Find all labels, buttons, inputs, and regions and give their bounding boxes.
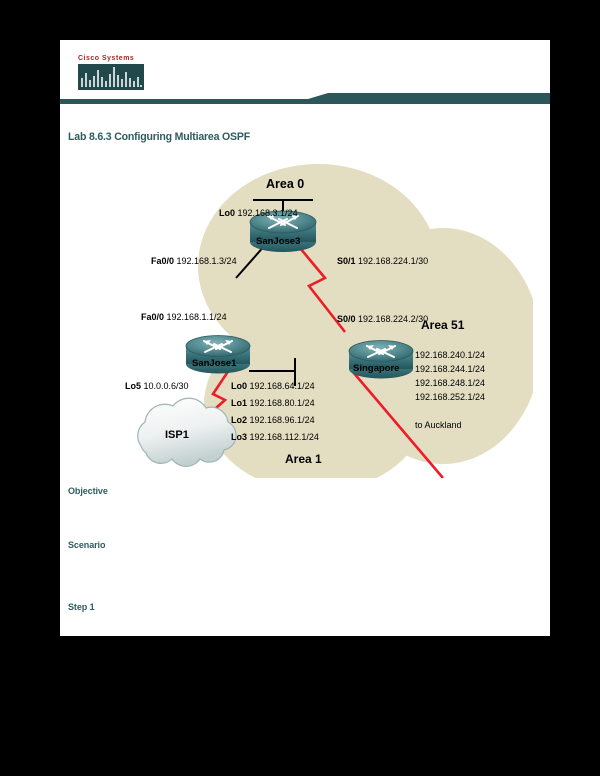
serial-link-sanjose3-singapore (294, 241, 347, 333)
label-sanjose1-lo5: Lo5 10.0.0.6/30 (125, 381, 189, 391)
router-sanjose3-label: SanJose3 (256, 236, 300, 247)
cloud-isp1: ISP1 (137, 397, 237, 467)
router-sanjose3: SanJose3 (249, 210, 317, 252)
annotation-to-auckland: to Auckland (415, 420, 462, 430)
cloud-isp1-label: ISP1 (165, 429, 189, 441)
network-row: 192.168.252.1/24 (415, 392, 485, 402)
section-heading-step1: Step 1 (68, 602, 95, 613)
label-singapore-s00: S0/0 192.168.224.2/30 (337, 314, 428, 324)
section-heading-objective: Objective (68, 486, 108, 497)
cisco-bridge-logo-icon (78, 64, 144, 90)
lab-title: Lab 8.6.3 Configuring Multiarea OSPF (68, 131, 251, 143)
area-shapes (198, 164, 533, 478)
loopback-row: Lo2 192.168.96.1/24 (231, 415, 315, 425)
network-topology-diagram: Area 0 Area 51 Area 1 (113, 156, 533, 478)
loopback-row: Lo0 192.168.64.1/24 (231, 381, 315, 391)
academy-program-title: CISCO NETWORKING ACADEMY PROGRAM (278, 80, 544, 92)
network-row: 192.168.240.1/24 (415, 350, 485, 360)
router-singapore: Singapore (348, 340, 414, 379)
router-singapore-label: Singapore (353, 363, 399, 374)
area-0-label: Area 0 (266, 177, 304, 191)
document-header: Cisco Systems (60, 40, 550, 112)
sanjose1-loopback-list: Lo0 192.168.64.1/24 Lo1 192.168.80.1/24 … (231, 381, 319, 442)
label-sanjose3-fa00: Fa0/0 192.168.1.3/24 (151, 256, 237, 266)
label-sanjose3-s01: S0/1 192.168.224.1/30 (337, 256, 428, 266)
cisco-systems-logo: Cisco Systems (78, 52, 146, 92)
logo-registered-dot (140, 85, 142, 87)
loopback-row: Lo3 192.168.112.1/24 (231, 432, 319, 442)
label-sanjose1-fa00: Fa0/0 192.168.1.1/24 (141, 312, 227, 322)
network-row: 192.168.244.1/24 (415, 364, 485, 374)
router-sanjose1-label: SanJose1 (192, 358, 237, 369)
header-band-background (60, 93, 550, 104)
serial-link-singapore-auckland (352, 371, 444, 478)
area-51-label: Area 51 (421, 318, 465, 332)
router-sanjose1: SanJose1 (185, 335, 251, 374)
cisco-wordmark-text: Cisco Systems (78, 53, 135, 62)
label-sanjose3-lo0: Lo0 192.168.3.1/24 (219, 208, 298, 218)
section-heading-scenario: Scenario (68, 540, 106, 551)
document-sheet: Cisco Systems (60, 40, 550, 636)
network-row: 192.168.248.1/24 (415, 378, 485, 388)
academy-banner-bar (60, 93, 550, 104)
loopback-row: Lo1 192.168.80.1/24 (231, 398, 315, 408)
singapore-network-list: 192.168.240.1/24 192.168.244.1/24 192.16… (415, 350, 485, 402)
area-1-label: Area 1 (285, 452, 322, 466)
